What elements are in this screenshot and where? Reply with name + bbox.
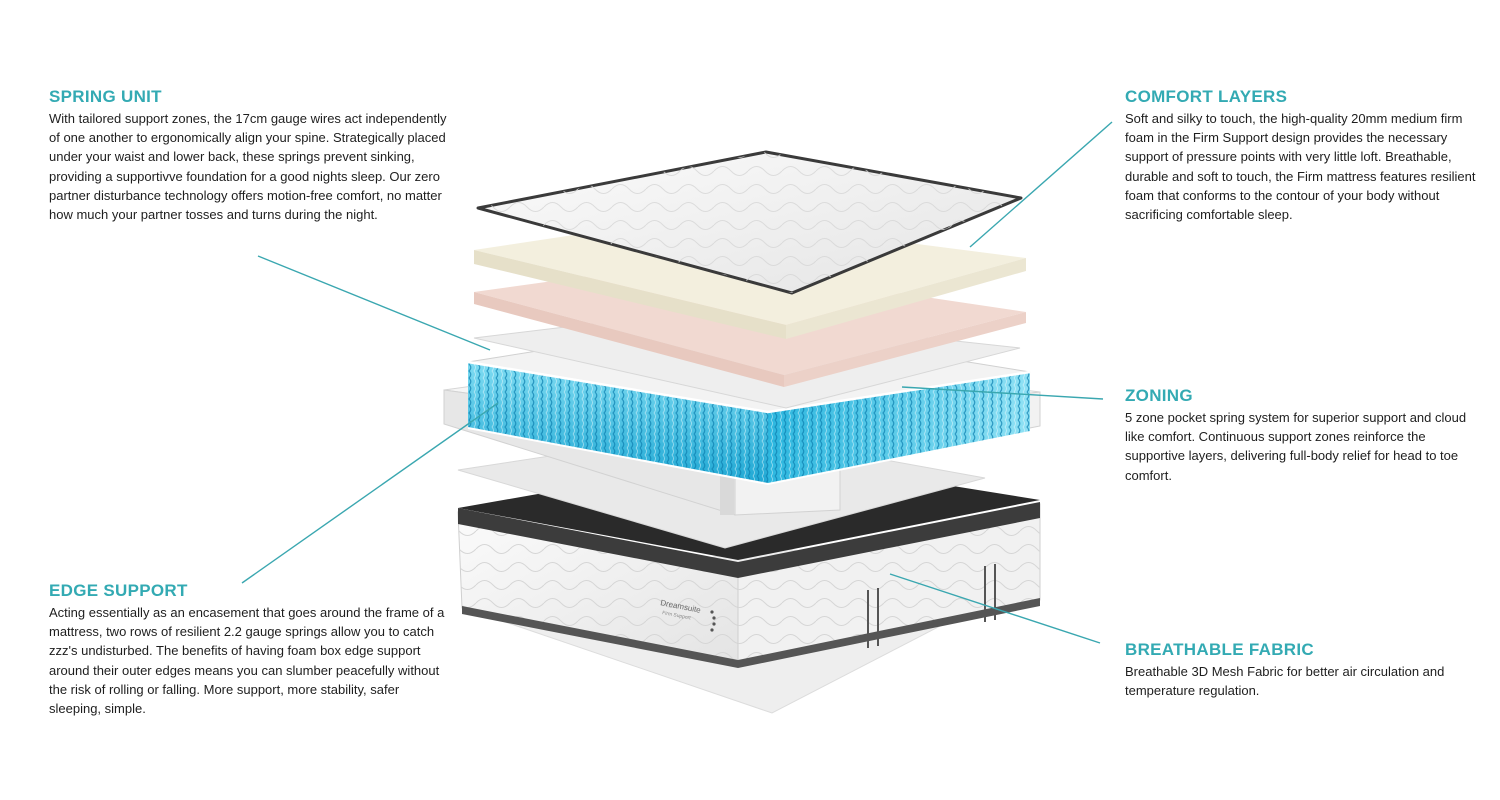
leader-line-spring-unit xyxy=(257,255,491,351)
leader-line-breathable-fabric xyxy=(889,573,1101,644)
quilted-top-panel xyxy=(476,150,1023,295)
callout-breathable-fabric: BREATHABLE FABRIC Breathable 3D Mesh Fab… xyxy=(1125,640,1480,700)
callout-text: Breathable 3D Mesh Fabric for better air… xyxy=(1125,664,1445,699)
callout-text: 5 zone pocket spring system for superior… xyxy=(1125,410,1467,483)
callout-text: Soft and silky to touch, the high-qualit… xyxy=(1125,111,1476,223)
mesh-band xyxy=(458,502,1040,578)
callout-title: ZONING xyxy=(1125,386,1193,405)
callout-text: Acting essentially as an encasement that… xyxy=(49,605,445,717)
callout-text: With tailored support zones, the 17cm ga… xyxy=(49,111,447,223)
leader-line-comfort-layers xyxy=(969,121,1113,248)
callout-edge-support: EDGE SUPPORT Acting essentially as an en… xyxy=(49,581,449,718)
callout-title: SPRING UNIT xyxy=(49,87,162,106)
callout-comfort-layers: COMFORT LAYERS Soft and silky to touch, … xyxy=(1125,87,1480,224)
callout-title: EDGE SUPPORT xyxy=(49,581,188,600)
callout-spring-unit: SPRING UNIT With tailored support zones,… xyxy=(49,87,449,224)
callout-zoning: ZONING 5 zone pocket spring system for s… xyxy=(1125,386,1480,485)
callout-title: BREATHABLE FABRIC xyxy=(1125,640,1314,659)
leader-line-zoning xyxy=(901,386,1104,400)
leader-line-edge-support xyxy=(241,402,499,584)
callout-title: COMFORT LAYERS xyxy=(1125,87,1288,106)
mattress-model-label: Firm Support xyxy=(662,610,692,622)
